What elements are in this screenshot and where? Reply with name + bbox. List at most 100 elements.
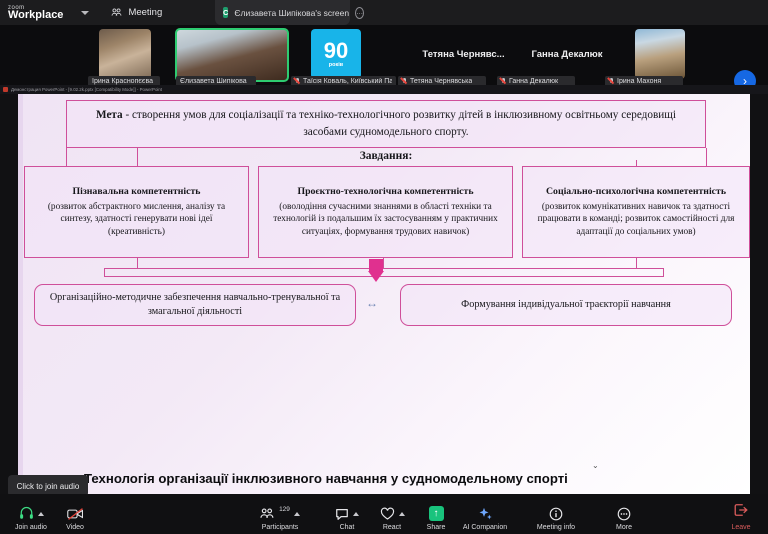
control-participants[interactable]: 129 Participants xyxy=(253,505,307,531)
people-icon xyxy=(112,8,122,16)
connector-rail xyxy=(104,268,664,270)
chevron-up-icon[interactable] xyxy=(37,511,44,516)
competency-box-2: Проєктно-технологічна компетентність (ов… xyxy=(258,166,513,258)
sparkle-icon xyxy=(479,507,492,520)
slide-goal-box: Мета - створення умов для соціалізації т… xyxy=(66,100,706,148)
control-more[interactable]: More xyxy=(597,505,651,531)
mic-muted-icon xyxy=(295,77,300,86)
video-thumbnail-strip: Ірина Краснопєєва Єлизавета Шипікова 90 … xyxy=(0,25,768,92)
goal-label: Мета xyxy=(96,109,123,122)
double-arrow-icon: ↔ xyxy=(366,296,378,310)
video-tile[interactable] xyxy=(99,29,151,81)
video-tile-logo[interactable]: 90 років xyxy=(311,29,361,79)
connector-line xyxy=(383,258,385,268)
control-label: Share xyxy=(426,524,446,531)
competency-title: Пізнавальна компетентність xyxy=(72,186,201,198)
zoom-brand-logo: zoom Workplace xyxy=(8,5,63,21)
video-tile-namebar: Тетяна Чернявська xyxy=(398,76,486,87)
chat-icon xyxy=(336,508,348,520)
control-label: Join audio xyxy=(15,524,47,531)
chevron-up-icon[interactable] xyxy=(293,511,300,516)
video-tile-namebar: Ірина Махоня xyxy=(605,76,683,87)
lower-box-2: Формування індивідуальної траєкторії нав… xyxy=(400,284,732,326)
more-options-icon[interactable]: … xyxy=(355,6,365,19)
slide-tasks-label: Завдання: xyxy=(359,150,413,162)
connector-line xyxy=(706,148,708,166)
chevron-down-icon[interactable] xyxy=(81,10,90,15)
ai-glyph xyxy=(478,505,493,522)
control-label: Participants xyxy=(261,524,299,531)
video-glyph xyxy=(66,505,84,522)
participants-glyph: 129 xyxy=(260,505,300,522)
control-react[interactable]: React xyxy=(365,505,419,531)
competency-body: (розвиток абстрактного мислення, аналізу… xyxy=(47,202,226,237)
mic-muted-icon xyxy=(609,77,614,86)
mic-muted-icon xyxy=(501,77,506,86)
react-glyph xyxy=(380,505,405,522)
control-label: AI Companion xyxy=(462,524,508,531)
tab-meeting[interactable]: Meeting xyxy=(111,7,162,18)
ellipsis-icon xyxy=(617,507,631,520)
heart-icon xyxy=(380,507,394,520)
slide-footer-title: Технологія організації інклюзивного навч… xyxy=(84,471,568,486)
control-chat[interactable]: Chat xyxy=(320,505,374,531)
control-video[interactable]: Video xyxy=(48,505,102,531)
more-glyph xyxy=(617,505,631,522)
shared-screen-tab[interactable]: C Єлизавета Шипікова's screen … xyxy=(215,0,365,25)
competency-body: (оволодіння сучасними знаннями в області… xyxy=(273,202,498,237)
control-join-audio[interactable]: Join audio xyxy=(4,505,58,531)
share-screen-icon: ↑ xyxy=(428,506,444,521)
competency-body: (розвиток комунікативних навичок та здат… xyxy=(537,202,735,237)
participant-display-name: Тетяна Чернявс... xyxy=(422,49,505,60)
connector-line xyxy=(137,148,139,166)
participant-name: Ганна Декалюк xyxy=(509,78,558,85)
leave-meeting-button[interactable]: Leave xyxy=(718,503,764,531)
chat-glyph xyxy=(335,505,359,522)
next-arrow-glyph: › xyxy=(743,74,747,88)
control-label: Meeting info xyxy=(536,524,576,531)
control-meeting-info[interactable]: Meeting info xyxy=(520,505,592,531)
slide-left-accent xyxy=(18,94,23,494)
join-audio-glyph xyxy=(19,505,44,522)
powerpoint-icon xyxy=(3,87,8,92)
chevron-up-icon[interactable] xyxy=(353,511,359,516)
leave-glyph xyxy=(733,503,749,522)
logo-number: 90 xyxy=(323,37,349,63)
headset-icon xyxy=(19,506,33,519)
video-tile-namebar: Єлизавета Шипікова xyxy=(176,76,256,87)
control-label: React xyxy=(382,524,402,531)
mic-muted-icon xyxy=(402,77,407,86)
connector-line xyxy=(66,148,68,166)
share-glyph: ↑ xyxy=(428,505,444,522)
participant-name: Таїсія Коваль, Київський Пал... xyxy=(303,78,392,85)
leave-icon xyxy=(734,504,748,516)
connector-line xyxy=(636,258,638,268)
arrow-stem xyxy=(369,259,383,271)
brand-line-1: zoom xyxy=(8,4,25,11)
info-glyph xyxy=(549,505,563,522)
info-icon xyxy=(549,507,563,520)
lower-box-1: Організаційно-методичне забезпечення нав… xyxy=(34,284,356,326)
video-tile-active[interactable] xyxy=(175,28,289,82)
control-share[interactable]: ↑ Share xyxy=(409,505,463,531)
leave-label: Leave xyxy=(731,524,751,531)
shared-screen-label: Єлизавета Шипікова's screen xyxy=(234,7,350,18)
meeting-controls-bar: Join audio Video 129 xyxy=(0,494,768,534)
connector-line xyxy=(663,268,665,276)
video-tile-namebar: Таїсія Коваль, Київський Пал... xyxy=(291,76,396,87)
competency-box-3: Соціально-психологічна компетентність (р… xyxy=(522,166,750,258)
share-app-icon: C xyxy=(223,7,229,18)
participants-count: 129 xyxy=(279,506,290,513)
chevron-up-icon[interactable] xyxy=(398,511,405,516)
participant-display-name: Ганна Декалюк xyxy=(531,49,603,60)
shared-slide: Мета - створення умов для соціалізації т… xyxy=(18,94,750,494)
lower-box-text: Формування індивідуальної траєкторії нав… xyxy=(461,298,671,310)
brand-line-2: Workplace xyxy=(8,8,64,21)
powerpoint-taskbar[interactable]: Демонстрация PowerPoint - [9.02.2k.pptx … xyxy=(0,85,768,94)
control-ai-companion[interactable]: AI Companion xyxy=(453,505,517,531)
powerpoint-window-title: Демонстрация PowerPoint - [9.02.2k.pptx … xyxy=(11,87,163,92)
participant-name: Ірина Махоня xyxy=(617,78,662,85)
video-tile[interactable] xyxy=(635,29,685,79)
control-label: Chat xyxy=(339,524,355,531)
connector-line xyxy=(636,160,638,167)
